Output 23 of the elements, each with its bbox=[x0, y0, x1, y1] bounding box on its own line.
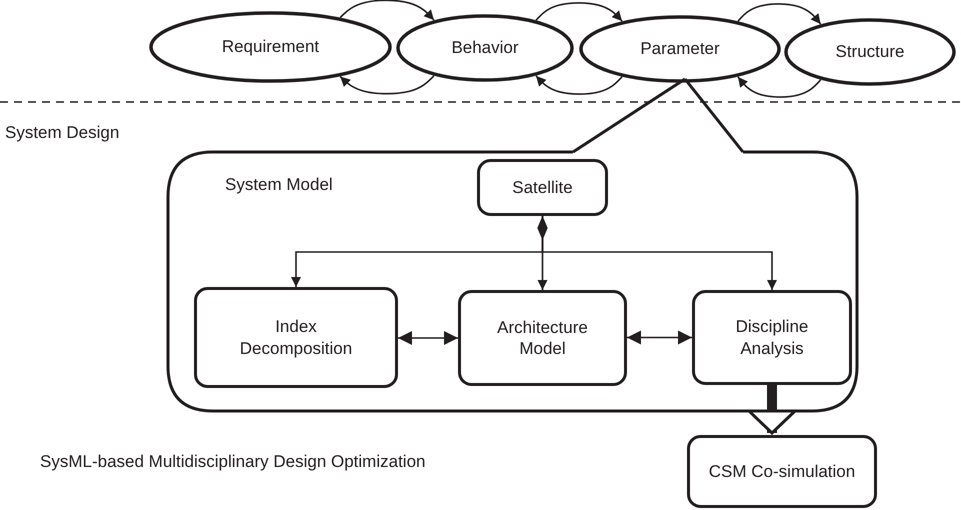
arrow bbox=[535, 2, 623, 22]
node-label: System Model bbox=[225, 174, 333, 196]
arrow bbox=[737, 3, 822, 25]
node-label: Structure bbox=[834, 41, 906, 63]
callout-tail bbox=[572, 78, 744, 154]
node-label: Index Decomposition bbox=[238, 316, 354, 359]
node-label: Satellite bbox=[511, 176, 574, 198]
node-label: Requirement bbox=[220, 36, 320, 58]
arrow bbox=[340, 0, 435, 21]
arrow bbox=[398, 331, 458, 345]
arrow bbox=[340, 75, 435, 95]
arrow bbox=[535, 75, 623, 95]
node-label: Parameter bbox=[639, 38, 721, 60]
arrow bbox=[538, 216, 777, 290]
node-label: Discipline Analysis bbox=[734, 316, 810, 359]
block-arrow bbox=[748, 385, 796, 434]
arrow bbox=[627, 330, 692, 344]
node-label: Behavior bbox=[450, 37, 520, 59]
diagram-label: System Design bbox=[5, 123, 120, 143]
arrow bbox=[737, 76, 822, 98]
diagram-label: SysML-based Multidisciplinary Design Optimization bbox=[40, 452, 426, 472]
node-label: Architecture Model bbox=[496, 316, 589, 360]
node-label: CSM Co-simulation bbox=[708, 460, 856, 482]
